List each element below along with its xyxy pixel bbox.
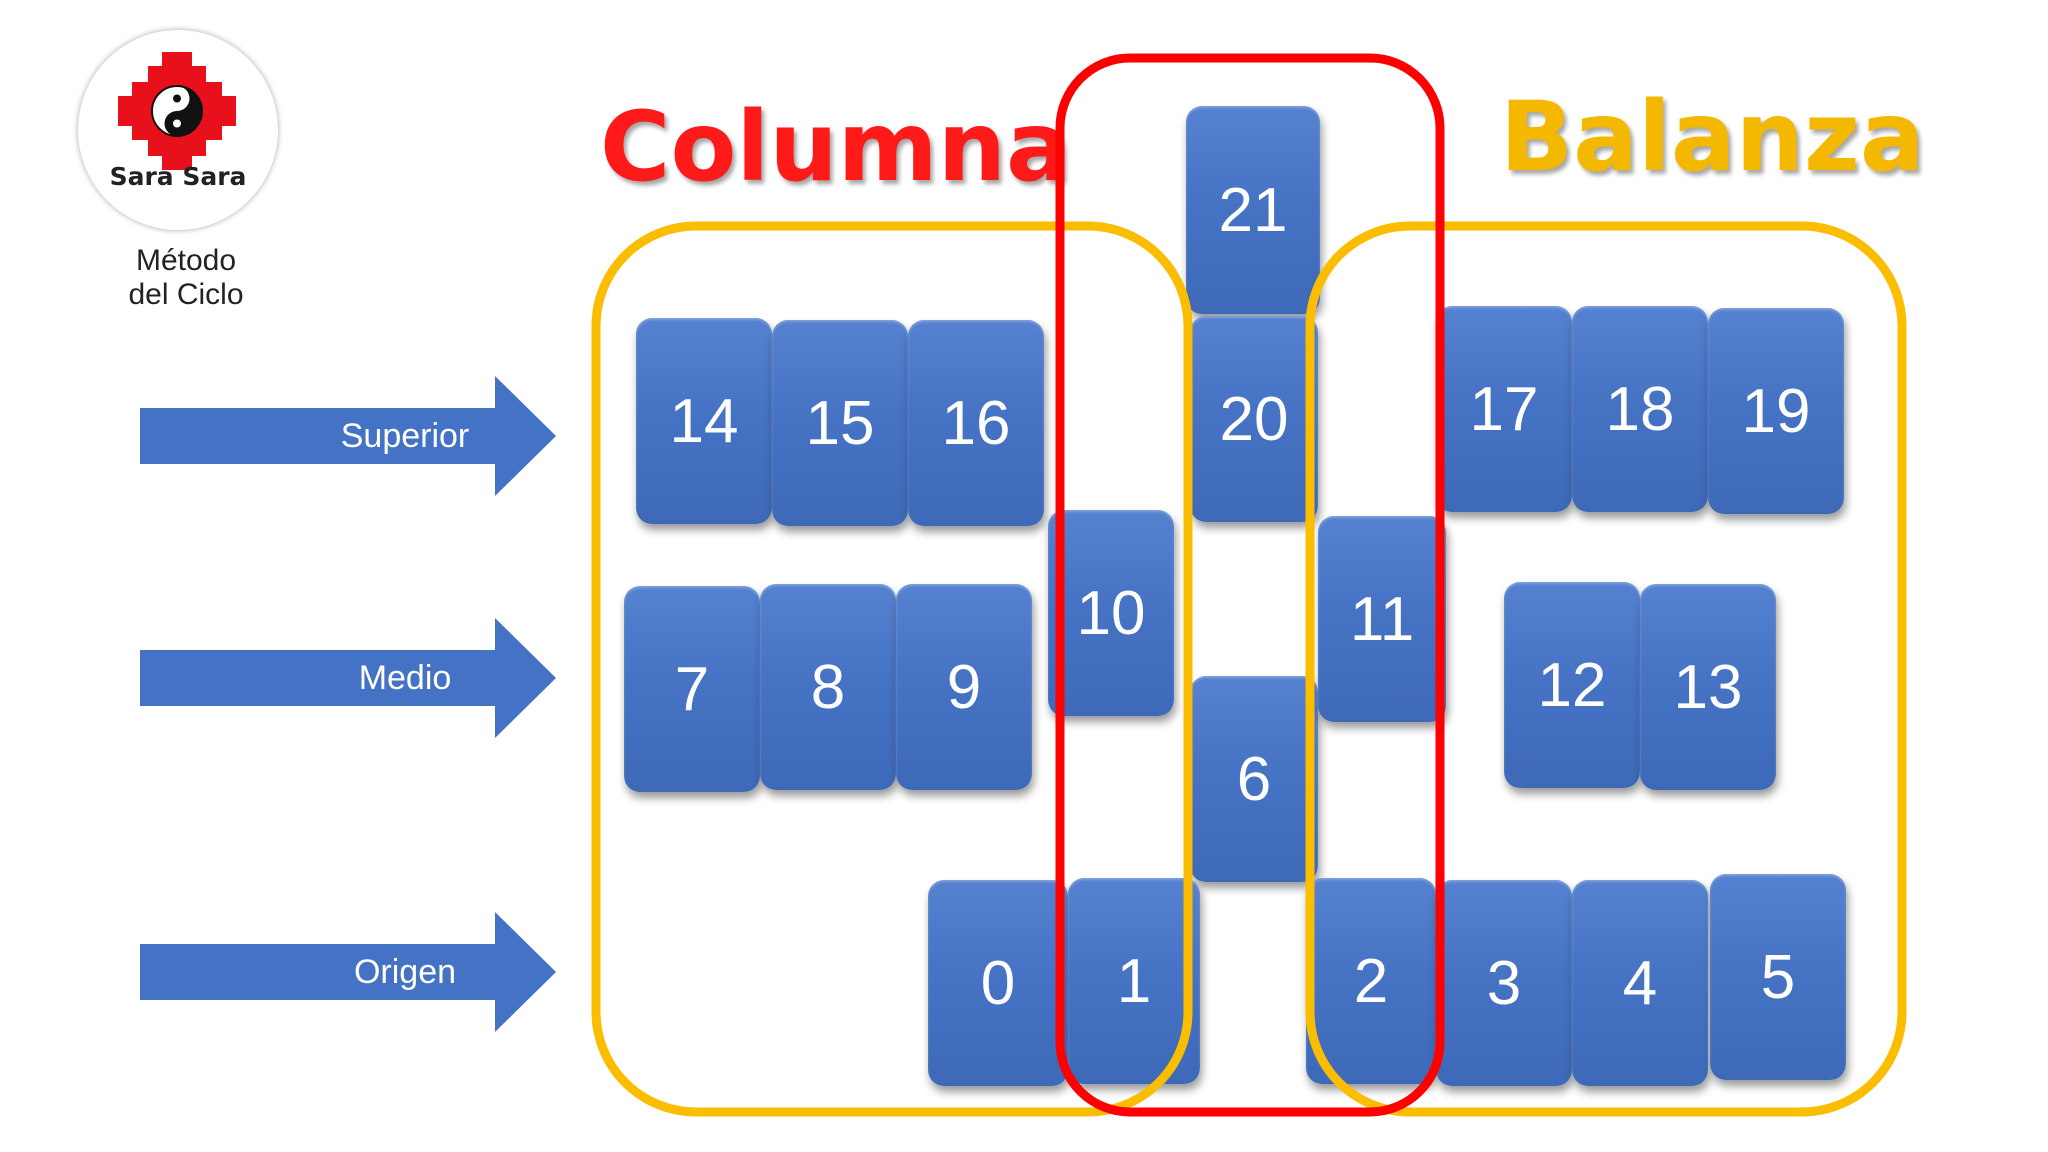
card-10: 10 [1048,510,1174,716]
card-9: 9 [896,584,1032,790]
right-arrow-icon [140,376,556,496]
card-2: 2 [1306,878,1436,1084]
sara-sara-logo: Sara Sara [78,30,278,230]
method-line-1: Método [135,244,237,277]
card-4: 4 [1572,880,1708,1086]
card-20: 20 [1190,316,1318,522]
right-arrow-icon [140,618,556,738]
card-15: 15 [772,320,908,526]
label-origen: Origen [353,953,457,991]
arrow-origen: Origen [140,912,556,1032]
card-19: 19 [1708,308,1844,514]
card-0: 0 [928,880,1068,1086]
card-17: 17 [1436,306,1572,512]
card-13: 13 [1640,584,1776,790]
method-line-2: del Ciclo [128,278,244,311]
yin-yang-icon [151,85,203,137]
logo-name: Sara Sara [109,162,247,191]
arrow-medio: Medio [140,618,556,738]
card-6: 6 [1190,676,1318,882]
arrow-superior: Superior [140,376,556,496]
red-cross-icon [118,52,236,170]
card-12: 12 [1504,582,1640,788]
card-14: 14 [636,318,772,524]
card-3: 3 [1436,880,1572,1086]
card-11: 11 [1318,516,1446,722]
card-1: 1 [1068,878,1200,1084]
title-columna: Columna [600,91,1071,203]
label-medio: Medio [358,659,452,697]
right-arrow-icon [140,912,556,1032]
title-balanza: Balanza [1500,81,1925,193]
card-7: 7 [624,586,760,792]
card-8: 8 [760,584,896,790]
card-16: 16 [908,320,1044,526]
method-label: Método del Ciclo [100,244,272,312]
card-5: 5 [1710,874,1846,1080]
card-21: 21 [1186,106,1320,314]
card-18: 18 [1572,306,1708,512]
label-superior: Superior [340,417,470,455]
